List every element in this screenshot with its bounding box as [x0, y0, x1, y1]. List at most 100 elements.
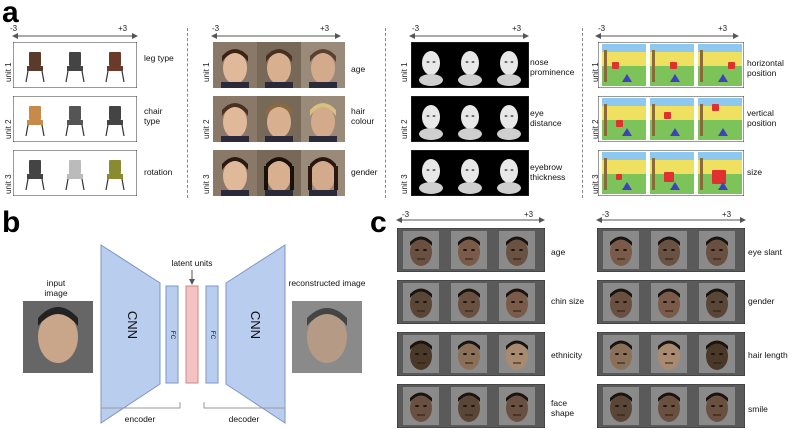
faces-c-right-label-4: smile: [748, 404, 768, 414]
chair-icon: [25, 160, 45, 191]
faces-c-right-label-2: gender: [748, 296, 775, 306]
face-icon: [458, 51, 482, 86]
faces-c-left-label-1: age: [551, 247, 566, 257]
encoder-cnn: [100, 244, 161, 424]
scale-max-celeb: +3: [320, 24, 330, 33]
input-face: [38, 311, 78, 363]
chair-icon: [105, 106, 125, 137]
faces-c-left-row-4: [397, 384, 545, 428]
face-icon: [403, 335, 439, 373]
celeb-row-label-1: age: [351, 64, 366, 74]
chair-icon: [65, 160, 85, 191]
decoder-label: decoder: [228, 414, 260, 424]
reconstructed-image-label: reconstructed image: [288, 278, 366, 288]
panel-letter-c: c: [370, 206, 387, 239]
face-icon: [699, 387, 735, 425]
faces-c-right-row-2: [597, 280, 745, 324]
scenes-row-label-3: size: [747, 167, 763, 177]
face-icon: [497, 51, 521, 86]
scene-icon: [698, 44, 742, 86]
faces3d-row-1: [411, 42, 529, 88]
faces-c-right-row-3: [597, 332, 745, 376]
celeb-row-label-3: gender: [351, 167, 378, 177]
scene-icon: [698, 152, 742, 194]
face-icon: [308, 157, 338, 196]
faces-c-left-row-3: [397, 332, 545, 376]
face-icon: [497, 159, 521, 194]
faces3d-row-label-1: nose prominence: [530, 57, 575, 77]
scale-min-celeb: -3: [212, 24, 220, 33]
encoder-cnn-label: CNN: [125, 310, 140, 340]
celeb-row-1: [213, 42, 345, 88]
scenes-row-label-2: vertical position: [747, 108, 777, 128]
scene-icon: [650, 98, 694, 140]
face-icon: [603, 335, 639, 373]
panel-letter-b: b: [2, 206, 21, 239]
face-icon: [265, 49, 293, 88]
faces-c-left-label-2: chin size: [551, 296, 585, 306]
scale-min-chairs: -3: [10, 24, 18, 33]
chair-icon: [105, 160, 125, 191]
faces-c-left-label-3: ethnicity: [551, 350, 583, 360]
face-icon: [499, 335, 535, 373]
face-icon: [651, 231, 687, 269]
face-icon: [221, 49, 249, 88]
scene-icon: [602, 44, 646, 86]
face-icon: [419, 159, 443, 194]
encoder-label: encoder: [124, 414, 156, 424]
faces-c-right-label-1: eye slant: [748, 247, 783, 257]
face-icon: [309, 103, 337, 142]
faces-c-right-row-4: [597, 384, 745, 428]
chairs-row-1: [13, 42, 137, 88]
chair-icon: [25, 106, 45, 137]
input-image-label: input image: [44, 278, 68, 298]
face-icon: [264, 157, 294, 196]
face-icon: [419, 51, 443, 86]
faces3d-row-2: [411, 96, 529, 142]
fc-right: [205, 285, 219, 384]
face-icon: [403, 387, 439, 425]
latent-units-box: [185, 285, 199, 384]
latent-units-label: latent units: [171, 258, 213, 268]
chair-icon: [65, 106, 85, 137]
face-icon: [403, 231, 439, 269]
separator-2: [385, 28, 386, 198]
scene-icon: [602, 152, 646, 194]
chairs-row-label-3: rotation: [144, 167, 173, 177]
fc-right-label: FC: [209, 330, 216, 340]
fc-left: [165, 285, 179, 384]
fc-left-label: FC: [169, 330, 176, 340]
scale-min-c-left: -3: [402, 210, 410, 219]
face-icon: [451, 283, 487, 321]
separator-3: [582, 28, 583, 198]
face-icon: [699, 335, 735, 373]
chairs-row-label-1: leg type: [144, 53, 174, 63]
faces-c-right-label-3: hair length: [748, 350, 788, 360]
scene-icon: [650, 44, 694, 86]
face-icon: [419, 105, 443, 140]
face-icon: [458, 105, 482, 140]
chair-icon: [25, 52, 45, 83]
face-icon: [499, 283, 535, 321]
scene-icon: [602, 98, 646, 140]
face-icon: [497, 105, 521, 140]
chairs-row-2: [13, 96, 137, 142]
face-icon: [699, 283, 735, 321]
chairs-row-label-2: chair type: [144, 106, 163, 126]
reconstructed-face: [307, 311, 347, 363]
face-icon: [651, 283, 687, 321]
face-icon: [651, 387, 687, 425]
faces3d-row-label-2: eye distance: [530, 108, 562, 128]
chairs-row-3: [13, 150, 137, 196]
face-icon: [451, 335, 487, 373]
faces3d-row-label-3: eyebrow thickness: [530, 162, 566, 182]
face-icon: [499, 231, 535, 269]
face-icon: [603, 387, 639, 425]
face-icon: [221, 157, 249, 196]
face-icon: [451, 231, 487, 269]
scenes-row-label-1: horizontal position: [747, 58, 784, 78]
scale-max-chairs: +3: [118, 24, 128, 33]
chair-icon: [105, 52, 125, 83]
face-icon: [309, 49, 337, 88]
